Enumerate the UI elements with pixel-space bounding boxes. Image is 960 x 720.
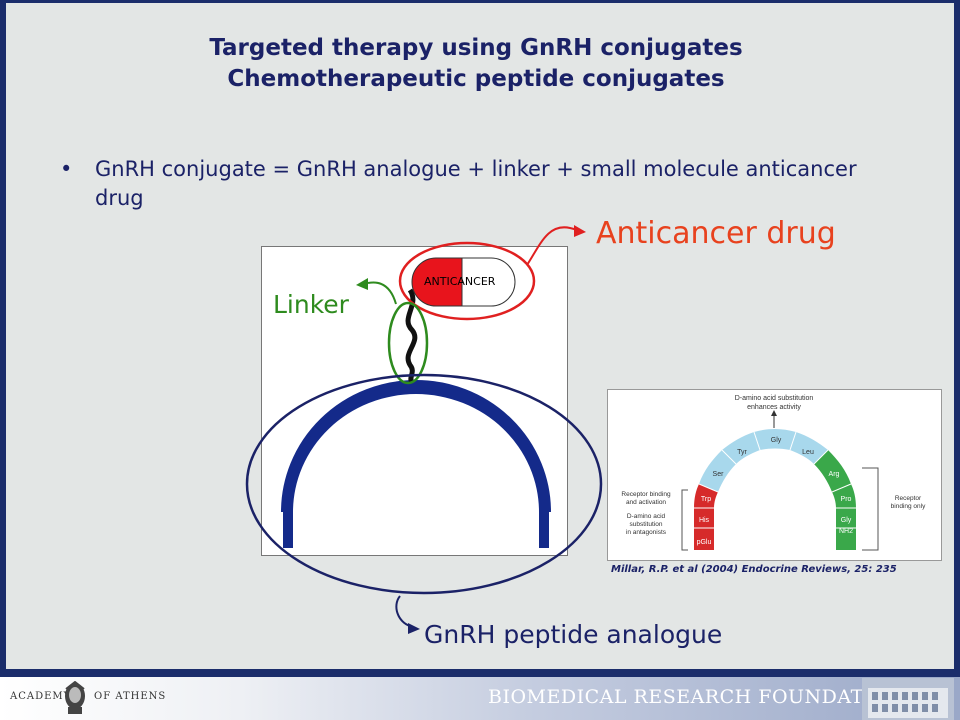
citation: Millar, R.P. et al (2004) Endocrine Revi… <box>611 564 897 575</box>
residue-10-sub: NH2 <box>839 528 853 535</box>
footer-bar <box>0 677 960 720</box>
slide-frame-right <box>954 0 960 720</box>
left-note-2: and activation <box>626 499 666 506</box>
slide-title: Targeted therapy using GnRH conjugates C… <box>0 33 952 95</box>
bullet-marker: • <box>60 157 73 181</box>
capsule-label: ANTICANCER <box>424 275 496 288</box>
bullet-text: GnRH conjugate = GnRH analogue + linker … <box>95 157 857 210</box>
residue-8: Arg <box>829 471 840 478</box>
right-note-1: Receptor <box>895 495 922 502</box>
linker-label: Linker <box>273 290 349 319</box>
left-note-4: substitution <box>630 521 663 528</box>
left-note-3: D-amino acid <box>627 513 666 520</box>
slide-frame-top <box>0 0 960 3</box>
gnrh-structure-inset: D-amino acid substitution enhances activ… <box>607 389 942 561</box>
title-line-1: Targeted therapy using GnRH conjugates <box>209 35 743 61</box>
slide-frame-left <box>0 0 6 720</box>
right-note-2: binding only <box>891 503 926 510</box>
anticancer-capsule <box>411 257 516 307</box>
title-line-2: Chemotherapeutic peptide conjugates <box>227 66 725 92</box>
linker-highlight-ellipse <box>387 301 429 385</box>
anticancer-drug-label: Anticancer drug <box>596 216 836 251</box>
peptide-highlight-ellipse <box>245 373 603 595</box>
drug-highlight-ellipse <box>398 241 536 321</box>
gnrh-arch <box>283 382 549 548</box>
residue-3: Trp <box>701 496 711 503</box>
gnrh-analogue-label: GnRH peptide analogue <box>424 620 723 649</box>
foundation-name: BIOMEDICAL RESEARCH FOUNDATION <box>488 686 905 708</box>
gnrh-structure-figure: D-amino acid substitution enhances activ… <box>621 395 926 551</box>
academy-label: ACADEMY <box>10 691 72 702</box>
linker-arrow <box>367 281 397 305</box>
residue-2: His <box>699 517 710 524</box>
drug-arrow <box>526 226 579 266</box>
residue-6: Gly <box>771 437 782 444</box>
residue-10: Gly <box>841 517 852 524</box>
building-photo-icon <box>862 678 954 720</box>
residue-1: pGlu <box>697 539 712 546</box>
left-note-1: Receptor binding <box>621 491 671 498</box>
peptide-arrow <box>395 595 411 627</box>
inset-top-note-2: enhances activity <box>747 404 801 411</box>
slide-frame-bottom <box>0 669 960 677</box>
athena-logo-icon <box>65 681 85 714</box>
athens-label: OF ATHENS <box>94 691 167 702</box>
residue-7: Leu <box>802 449 814 456</box>
residue-5: Tyr <box>737 449 747 456</box>
residue-9: Pro <box>841 496 852 503</box>
inset-top-note-1: D-amino acid substitution <box>735 395 814 402</box>
left-note-5: in antagonists <box>626 529 667 536</box>
residue-4: Ser <box>713 471 725 478</box>
